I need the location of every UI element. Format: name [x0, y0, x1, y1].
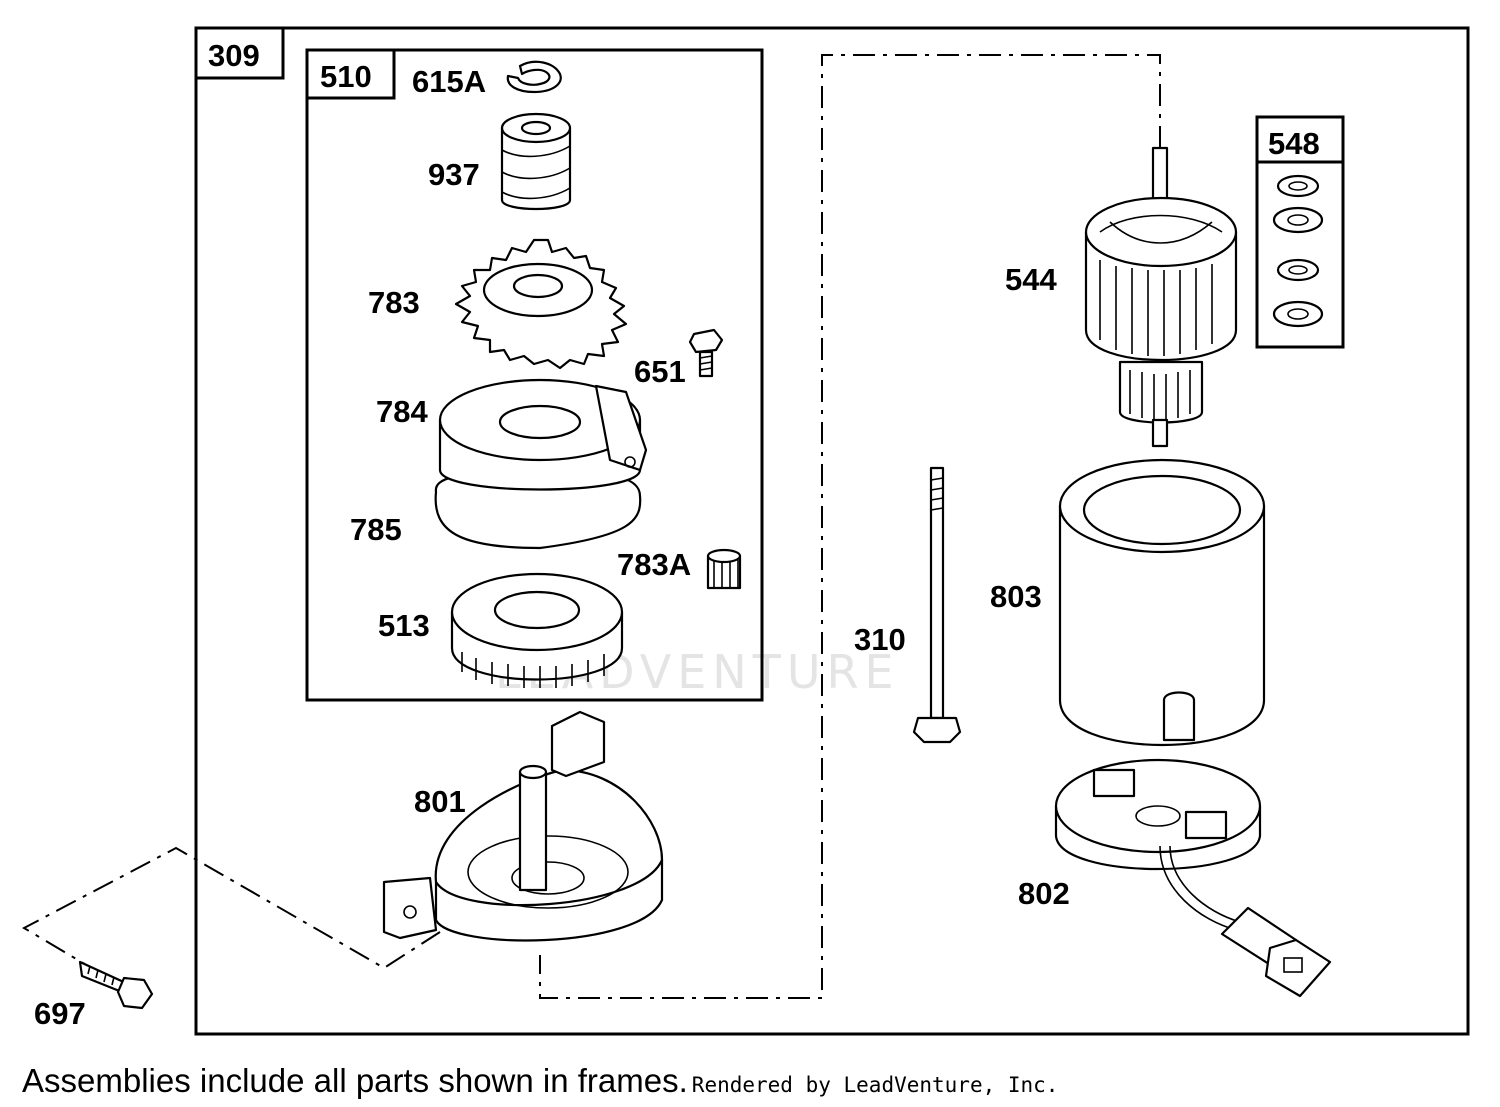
housing-784 — [438, 378, 648, 491]
end-cap-801 — [382, 710, 664, 942]
label-651: 651 — [634, 354, 686, 389]
washers-548 — [1272, 174, 1324, 328]
frame-510-label: 510 — [320, 59, 372, 94]
frame-548 — [1255, 115, 1345, 349]
label-937: 937 — [428, 157, 480, 192]
label-615A: 615A — [412, 64, 486, 99]
frame-510-tag — [305, 48, 396, 100]
screw-651 — [688, 328, 724, 378]
frame-548-label: 548 — [1268, 126, 1320, 161]
e-clip-615A — [506, 60, 562, 94]
brush-plate-802 — [1054, 758, 1332, 998]
frame-309-tag — [194, 26, 285, 80]
label-803: 803 — [990, 579, 1042, 614]
frame-510 — [305, 48, 764, 702]
ring-gear-513 — [450, 572, 624, 688]
bolt-697 — [78, 960, 154, 1010]
footer: Assemblies include all parts shown in fr… — [22, 1062, 1058, 1100]
label-783: 783 — [368, 285, 420, 320]
label-310: 310 — [854, 622, 906, 657]
assembly-line-main — [539, 54, 1161, 999]
assembly-note: Assemblies include all parts shown in fr… — [22, 1062, 688, 1099]
motor-housing-803 — [1058, 458, 1266, 747]
through-bolt-310 — [912, 466, 962, 744]
label-783A: 783A — [617, 547, 691, 582]
label-544: 544 — [1005, 262, 1057, 297]
frame-309-label: 309 — [208, 38, 260, 73]
label-801: 801 — [414, 784, 466, 819]
assembly-line-697 — [21, 846, 441, 993]
label-513: 513 — [378, 608, 430, 643]
pinion-783A — [706, 548, 742, 590]
frame-309 — [194, 26, 1470, 1036]
label-802: 802 — [1018, 876, 1070, 911]
render-credit: Rendered by LeadVenture, Inc. — [691, 1073, 1059, 1097]
label-785: 785 — [350, 512, 402, 547]
label-784: 784 — [376, 394, 428, 429]
helical-sleeve-937 — [500, 112, 572, 211]
label-697: 697 — [34, 996, 86, 1031]
gear-783 — [454, 238, 628, 370]
armature-544 — [1084, 146, 1238, 448]
